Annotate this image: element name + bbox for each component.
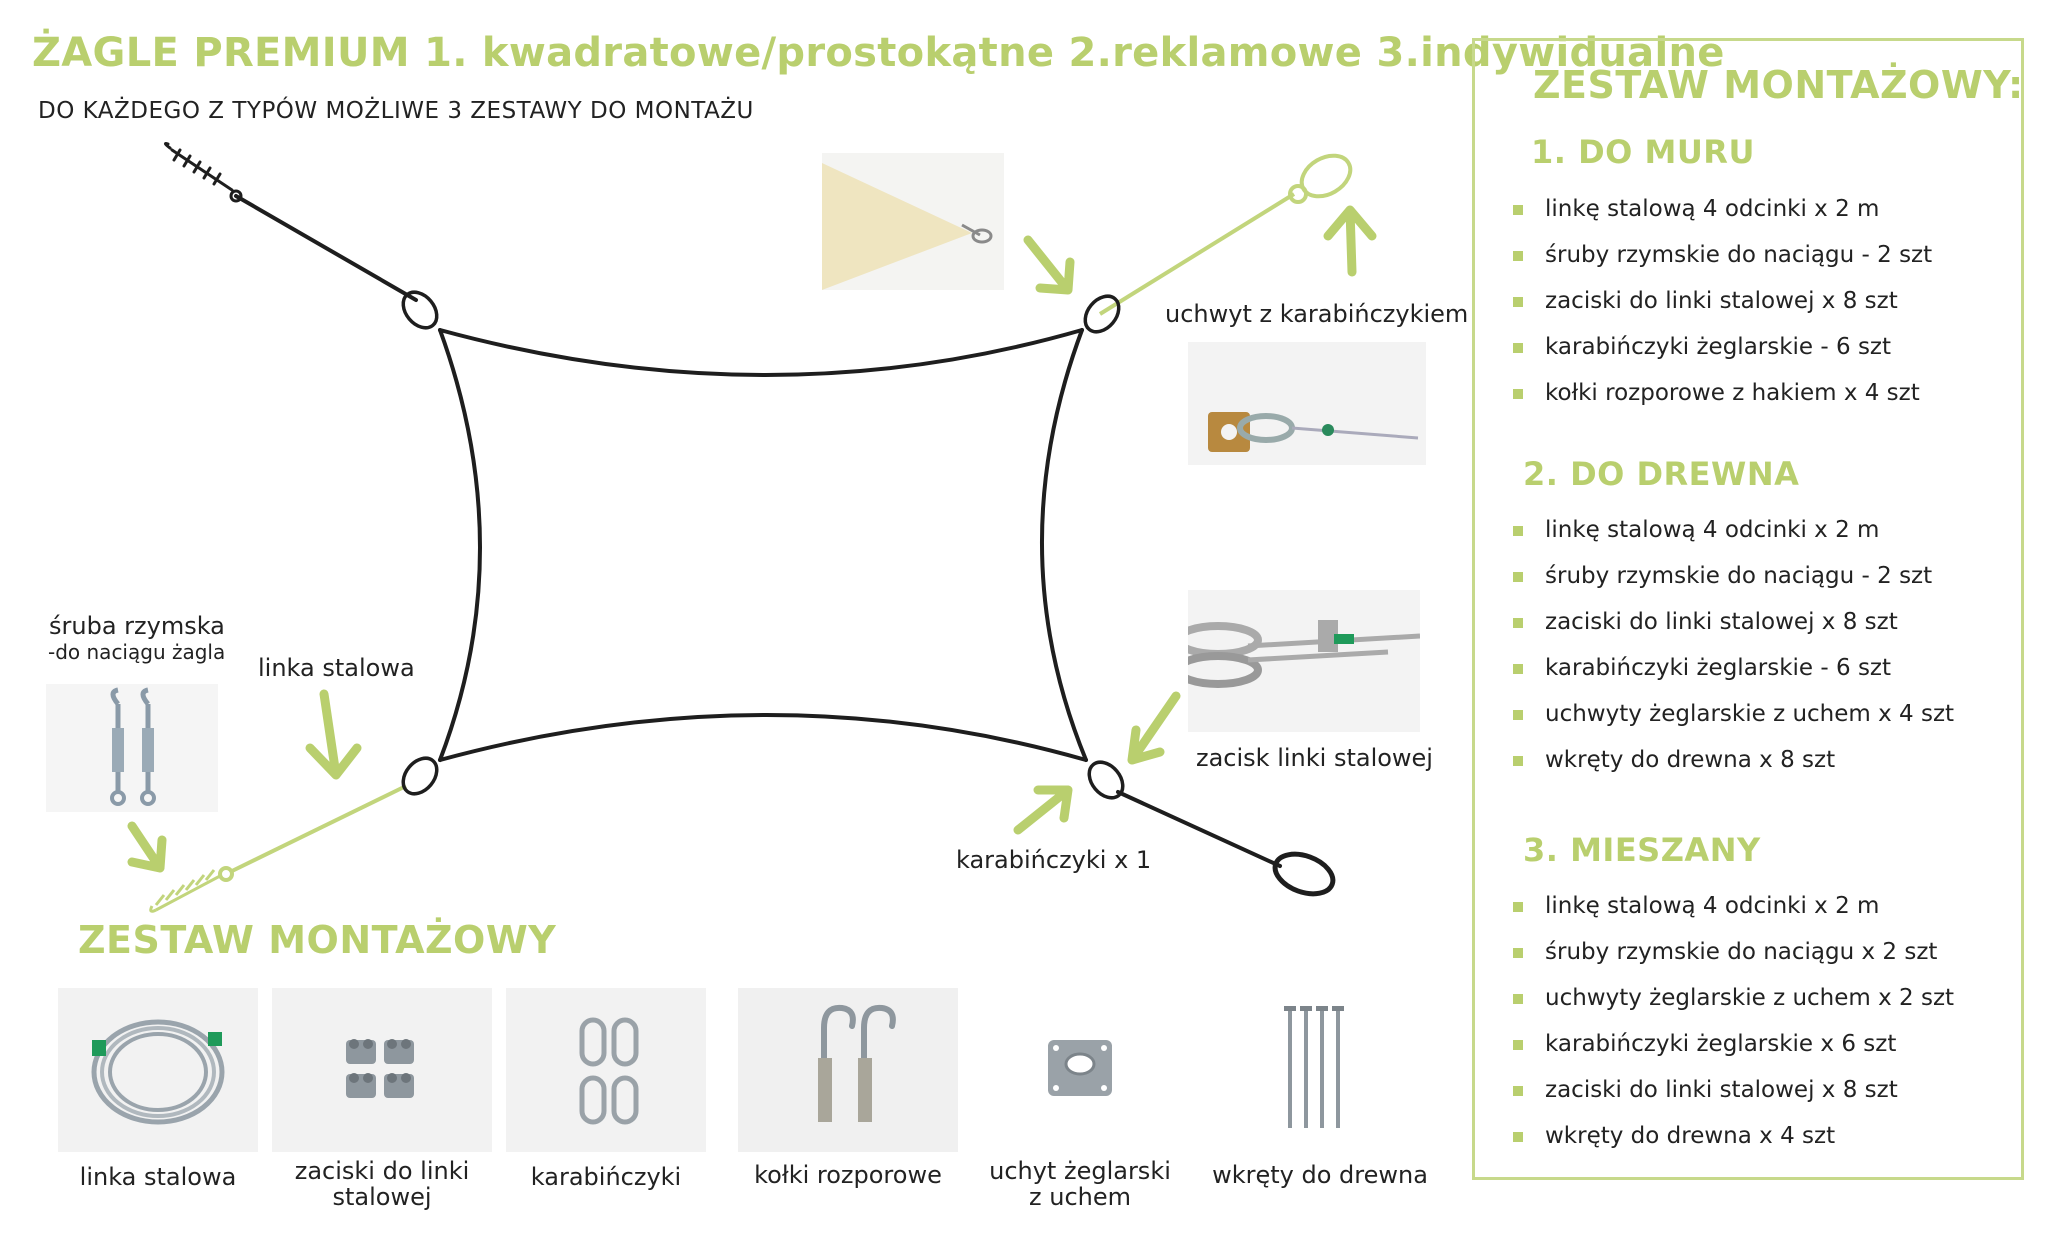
arrow-to-clamp bbox=[1127, 691, 1181, 765]
arrow-to-top-right-corner bbox=[1023, 235, 1075, 295]
list-item: zaciski do linki stalowej x 8 szt bbox=[1513, 599, 1954, 645]
turnbuckle-icon bbox=[110, 687, 156, 806]
bullet-icon bbox=[1513, 251, 1523, 261]
panel-title: ZESTAW MONTAŻOWY: bbox=[1533, 63, 2024, 107]
list-item: śruby rzymskie do naciągu - 2 szt bbox=[1513, 553, 1954, 599]
wire-clamp-icon bbox=[1188, 620, 1420, 688]
wire-coil-icon bbox=[91, 1019, 225, 1125]
section-title-mixed: 3. MIESZANY bbox=[1523, 831, 1761, 869]
pointer-arrows bbox=[127, 205, 1377, 873]
bottom-right-ring bbox=[1272, 851, 1336, 897]
eye-plate-icon bbox=[1048, 1040, 1112, 1096]
bullet-icon bbox=[1513, 994, 1523, 1004]
kit-item-caption: linka stalowa bbox=[79, 1163, 237, 1191]
corner-bottom-right bbox=[1087, 760, 1125, 800]
list-item: wkręty do drewna x 8 szt bbox=[1513, 737, 1954, 783]
list-item: karabińczyki żeglarskie x 6 szt bbox=[1513, 1021, 1954, 1067]
photo-sail-corner bbox=[822, 153, 1004, 290]
sail-left-edge bbox=[438, 328, 482, 762]
carabiners-icon bbox=[579, 1017, 639, 1125]
bullet-icon bbox=[1513, 664, 1523, 674]
kit-item-caption: wkręty do drewna bbox=[1212, 1161, 1428, 1189]
kit-item-caption-2: stalowej bbox=[332, 1183, 432, 1212]
sail-bottom-edge bbox=[438, 713, 1088, 762]
sail-diagram bbox=[127, 142, 1377, 913]
bullet-icon bbox=[1513, 205, 1523, 215]
bottom-right-cable bbox=[1116, 790, 1282, 868]
label-wire: linka stalowa bbox=[258, 654, 415, 682]
list-item: linkę stalową 4 odcinki x 2 m bbox=[1513, 883, 1954, 929]
bullet-icon bbox=[1513, 1132, 1523, 1142]
label-turnbuckle-sub: -do naciągu żagla bbox=[48, 640, 226, 664]
wire-clamps-icon bbox=[346, 1039, 414, 1098]
list-item: uchwyty żeglarskie z uchem x 2 szt bbox=[1513, 975, 1954, 1021]
list-item: zaciski do linki stalowej x 8 szt bbox=[1513, 1067, 1954, 1113]
kit-item-caption: karabińczyki bbox=[530, 1163, 682, 1191]
arrow-up-to-ring bbox=[1323, 205, 1377, 277]
label-holder-carabiner: uchwyt z karabińczykiem bbox=[1165, 300, 1469, 328]
list-item: śruby rzymskie do naciągu - 2 szt bbox=[1513, 232, 1932, 278]
sail-right-edge bbox=[1040, 328, 1088, 762]
label-turnbuckle: śruba rzymska bbox=[49, 612, 225, 640]
section-list-mixed: linkę stalową 4 odcinki x 2 m śruby rzym… bbox=[1513, 883, 1954, 1159]
photo-wire-clamp bbox=[1188, 590, 1420, 732]
label-carabiner: karabińczyki x 1 bbox=[956, 846, 1152, 874]
sail-outline bbox=[163, 142, 1336, 897]
kit-title: ZESTAW MONTAŻOWY bbox=[78, 918, 557, 962]
kit-item-caption: kołki rozporowe bbox=[754, 1161, 942, 1189]
hook-anchors-icon bbox=[818, 1004, 896, 1122]
eye-plate-carabiner-icon bbox=[1208, 412, 1419, 452]
section-title-wood: 2. DO DREWNA bbox=[1523, 455, 1800, 493]
list-item: kołki rozporowe z hakiem x 4 szt bbox=[1513, 370, 1932, 416]
bullet-icon bbox=[1513, 343, 1523, 353]
bullet-icon bbox=[1513, 756, 1523, 766]
arrow-to-carabiner bbox=[1013, 785, 1073, 835]
list-item: wkręty do drewna x 4 szt bbox=[1513, 1113, 1954, 1159]
list-item: uchwyty żeglarskie z uchem x 4 szt bbox=[1513, 691, 1954, 737]
kit-options-panel: ZESTAW MONTAŻOWY: 1. DO MURU linkę stalo… bbox=[1472, 38, 2024, 1180]
bottom-left-turnbuckle bbox=[154, 869, 221, 912]
kit-item-caption: uchyt żeglarski bbox=[989, 1157, 1171, 1185]
sail-top-edge bbox=[438, 328, 1084, 377]
kit-item-caption-2: z uchem bbox=[1029, 1183, 1131, 1212]
corner-top-left bbox=[401, 290, 439, 330]
section-list-wood: linkę stalową 4 odcinki x 2 m śruby rzym… bbox=[1513, 507, 1954, 783]
corner-bottom-left bbox=[401, 756, 439, 796]
bullet-icon bbox=[1513, 902, 1523, 912]
bullet-icon bbox=[1513, 618, 1523, 628]
corner-top-right bbox=[1083, 294, 1121, 334]
list-item: karabińczyki żeglarskie - 6 szt bbox=[1513, 324, 1932, 370]
bullet-icon bbox=[1513, 297, 1523, 307]
page-title: ŻAGLE PREMIUM 1. kwadratowe/prostokątne … bbox=[32, 30, 1725, 76]
bullet-icon bbox=[1513, 1040, 1523, 1050]
section-title-wall: 1. DO MURU bbox=[1531, 133, 1755, 171]
list-item: linkę stalową 4 odcinki x 2 m bbox=[1513, 507, 1954, 553]
section-list-wall: linkę stalową 4 odcinki x 2 m śruby rzym… bbox=[1513, 186, 1932, 416]
label-wire-clamp: zacisk linki stalowej bbox=[1196, 744, 1433, 772]
wood-screws-icon bbox=[1284, 1006, 1344, 1128]
arrow-down-wire bbox=[305, 689, 362, 780]
arrow-down-turnbuckle bbox=[127, 821, 167, 873]
bullet-icon bbox=[1513, 948, 1523, 958]
top-right-ring-large bbox=[1299, 153, 1353, 199]
turnbuckle-top-left bbox=[163, 142, 234, 192]
bullet-icon bbox=[1513, 710, 1523, 720]
page-subtitle: DO KAŻDEGO Z TYPÓW MOŻLIWE 3 ZESTAWY DO … bbox=[38, 98, 754, 124]
bullet-icon bbox=[1513, 572, 1523, 582]
bullet-icon bbox=[1513, 389, 1523, 399]
list-item: śruby rzymskie do naciągu x 2 szt bbox=[1513, 929, 1954, 975]
top-left-cable bbox=[234, 194, 418, 302]
photo-holder-carabiner bbox=[1188, 342, 1426, 465]
green-attachment-lines bbox=[149, 153, 1353, 913]
photo-turnbuckle bbox=[46, 684, 218, 812]
list-item: karabińczyki żeglarskie - 6 szt bbox=[1513, 645, 1954, 691]
kit-item-caption: zaciski do linki bbox=[294, 1157, 470, 1185]
list-item: zaciski do linki stalowej x 8 szt bbox=[1513, 278, 1932, 324]
list-item: linkę stalową 4 odcinki x 2 m bbox=[1513, 186, 1932, 232]
bullet-icon bbox=[1513, 1086, 1523, 1096]
sail-corner-icon bbox=[822, 163, 993, 290]
bullet-icon bbox=[1513, 526, 1523, 536]
